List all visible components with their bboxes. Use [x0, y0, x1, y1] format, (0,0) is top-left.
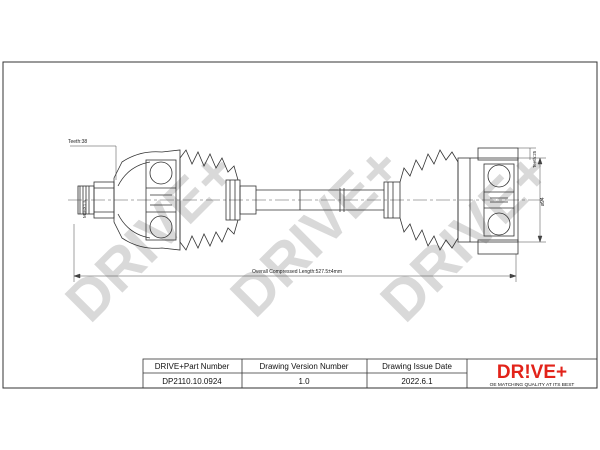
- header-part-number: DRIVE+Part Number: [155, 362, 230, 371]
- teeth-right-label: Teeth:25: [532, 150, 537, 168]
- logo-tagline: OE MATCHING QUALITY AT ITS BEST: [490, 382, 575, 388]
- thread-left-label: M16X1.5: [82, 199, 87, 218]
- main-shaft: [239, 181, 401, 219]
- title-block: [142, 358, 598, 389]
- header-version: Drawing Version Number: [260, 362, 349, 371]
- value-issue-date: 2022.6.1: [401, 377, 433, 386]
- value-part-number: DP2110.10.0924: [162, 377, 222, 386]
- left-boot: [179, 149, 241, 251]
- dimension-lines: [70, 145, 546, 282]
- drive-plus-logo: DR!VE+ OE MATCHING QUALITY AT ITS BEST: [490, 362, 575, 388]
- teeth-left-label: Teeth:38: [68, 139, 87, 145]
- left-stub-shaft: [77, 181, 115, 219]
- logo-wordmark: DR!VE+: [497, 362, 567, 383]
- diameter-right-label: ø94: [540, 197, 546, 206]
- right-inner-cv-joint: [457, 147, 519, 255]
- left-outer-cv-joint: [113, 149, 181, 251]
- overall-length-label: Overall Compressed Length:527.5±4mm: [252, 269, 342, 275]
- header-issue-date: Drawing Issue Date: [382, 362, 452, 371]
- value-version: 1.0: [298, 377, 310, 386]
